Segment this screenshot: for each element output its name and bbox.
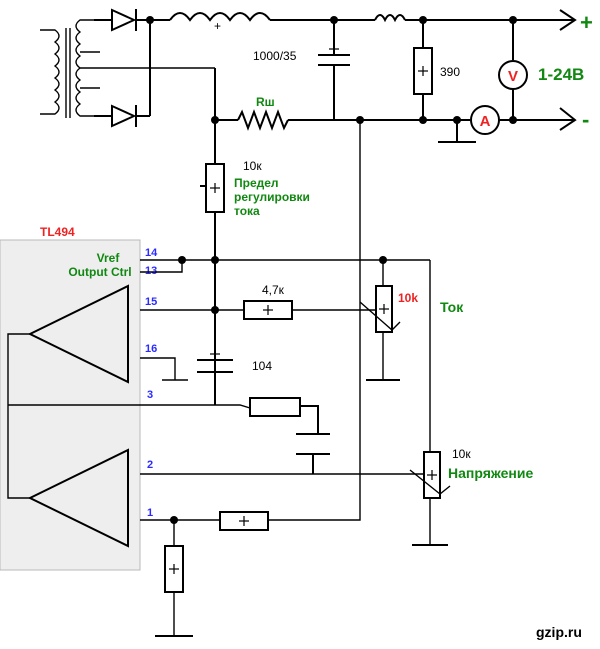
- pin-13: 13: [145, 265, 157, 277]
- capacitor-104-label: 104: [252, 359, 272, 373]
- pin13-link: [140, 260, 183, 273]
- feedback-resistor: [249, 397, 301, 417]
- transformer: [40, 19, 215, 118]
- feedback-wire: [300, 405, 319, 434]
- current-limit-label-2: регулировки: [234, 190, 310, 204]
- pin-3: 3: [147, 389, 153, 401]
- inductor: [169, 12, 271, 22]
- diode-bottom: [94, 104, 150, 128]
- output-minus-sign: -: [582, 107, 589, 132]
- pot-current-value: 10k: [398, 291, 418, 305]
- voltage-feedback-wire: [268, 120, 361, 521]
- junction: [509, 116, 517, 124]
- ammeter-symbol: A: [480, 113, 491, 130]
- inductor-mark: +: [214, 19, 221, 33]
- junction: [211, 256, 219, 264]
- pot-voltage-label: Напряжение: [448, 465, 533, 481]
- output-voltage-range: 1-24В: [538, 65, 584, 84]
- pin3-to-resistor: [215, 404, 251, 409]
- current-limit-label-3: тока: [234, 204, 260, 218]
- pin16-line: [140, 357, 176, 380]
- junction: [211, 306, 219, 314]
- voltmeter-symbol: V: [508, 68, 518, 85]
- error-amplifier-1: [27, 284, 129, 384]
- pot-current-label: Ток: [440, 299, 464, 315]
- watermark: gzip.ru: [536, 624, 582, 640]
- pin-16: 16: [145, 343, 157, 355]
- shunt-label: Rш: [256, 95, 275, 109]
- resistor-4k7-label: 4,7к: [262, 283, 285, 297]
- capacitor-value: 1000/35: [253, 49, 297, 63]
- output-plus-arrow: [559, 9, 577, 31]
- resistor-390-label: 390: [440, 65, 460, 79]
- shunt-resistor: [237, 109, 289, 131]
- chip-output-ctrl-label: Output Ctrl: [68, 265, 131, 279]
- current-limit-value: 10к: [243, 159, 262, 173]
- pin-14: 14: [145, 247, 158, 259]
- junction: [146, 16, 154, 24]
- current-limit-label-1: Предел: [234, 176, 279, 190]
- transformer-tap-wire: [214, 68, 238, 121]
- resistor-390: [413, 20, 433, 120]
- pot-voltage-wiper: [409, 469, 451, 495]
- amp-output-bus: [7, 333, 30, 499]
- fuse: [374, 14, 406, 23]
- output-plus-sign: +: [580, 10, 593, 35]
- pot-voltage-value: 10к: [452, 447, 471, 461]
- diode-top: [94, 8, 170, 32]
- error-amplifier-2: [27, 448, 129, 548]
- pin-15: 15: [145, 296, 157, 308]
- chip-vref-label: Vref: [97, 251, 121, 265]
- chip-name: TL494: [40, 225, 75, 239]
- capacitor-1000uf: [318, 20, 350, 120]
- pin-1: 1: [147, 507, 153, 519]
- junction: [419, 116, 427, 124]
- pot-current-wiper: [359, 301, 401, 331]
- pin-2: 2: [147, 459, 153, 471]
